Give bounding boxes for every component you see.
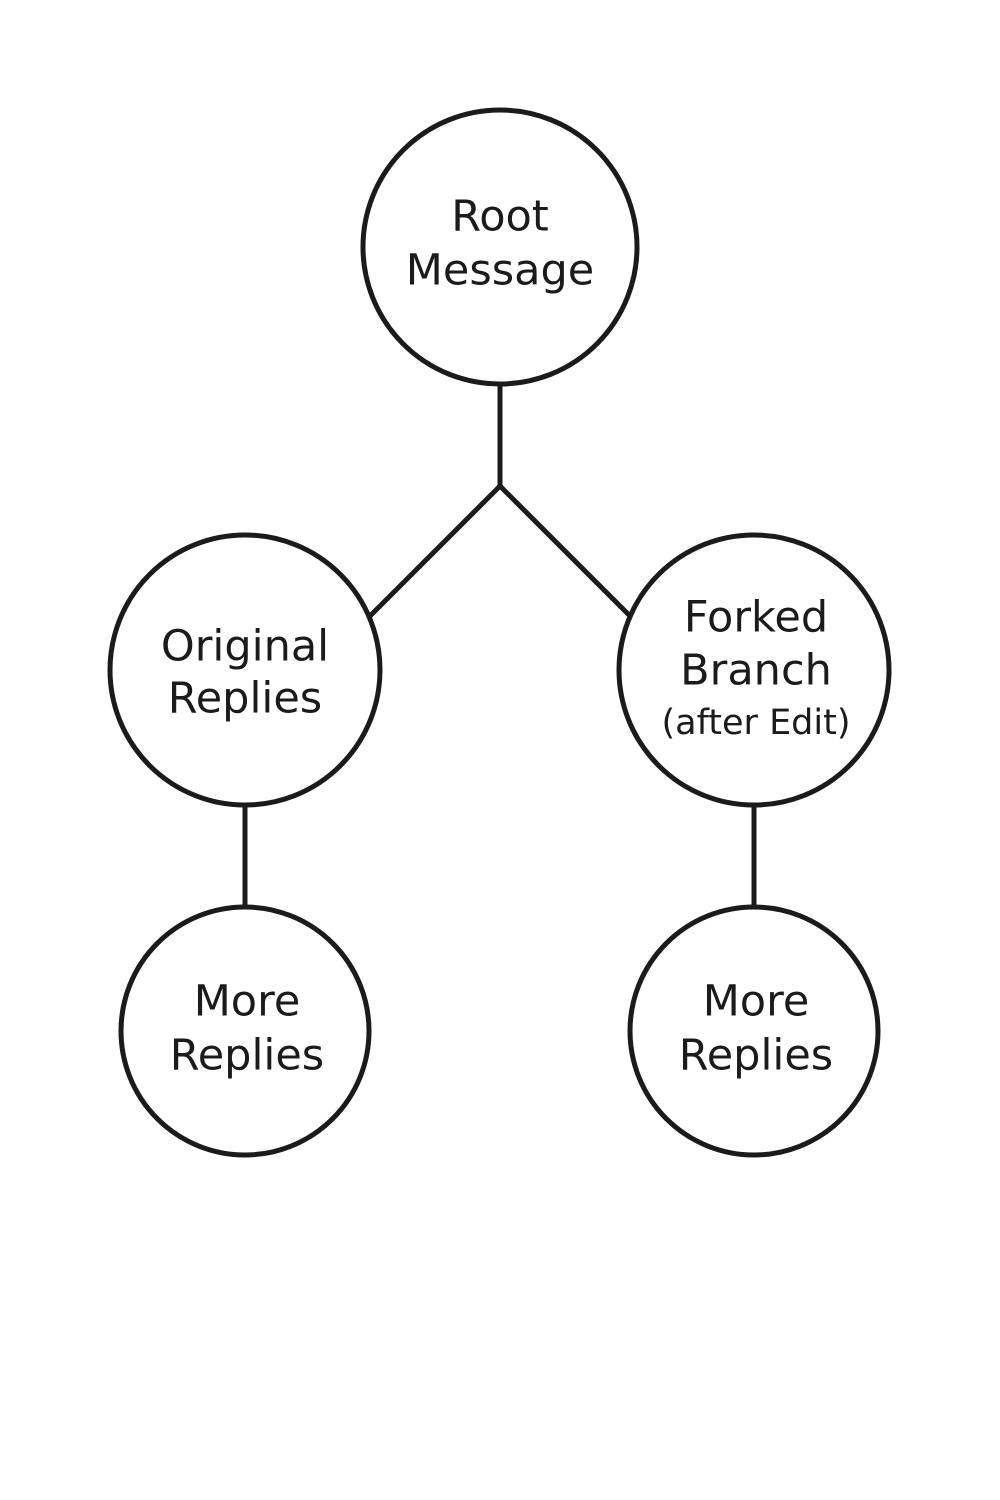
node-more-replies-right: More Replies [627,904,881,1158]
forked-branch-label-line2: Branch [680,646,832,696]
node-more-replies-left: More Replies [118,904,372,1158]
edge-fork-to-original [366,482,504,620]
more-replies-right-label-line1: More [703,977,810,1027]
root-message-label-line2: Message [406,246,594,296]
forked-branch-label-line1: Forked [684,593,828,643]
forked-branch-label-line3: (after Edit) [661,703,850,743]
original-replies-label-line1: Original [161,622,329,672]
more-replies-right-label-line2: Replies [679,1031,833,1081]
edge-fork-to-forked-branch [496,482,634,620]
more-replies-right-circle [627,904,881,1158]
root-message-circle [360,107,640,387]
root-message-label-line1: Root [451,192,548,242]
more-replies-left-label-line1: More [194,977,301,1027]
forked-branch-circle [616,532,892,808]
node-root-message: Root Message [360,107,640,387]
original-replies-circle [107,532,383,808]
more-replies-left-label-line2: Replies [170,1031,324,1081]
node-original-replies: Original Replies [107,532,383,808]
node-forked-branch: Forked Branch (after Edit) [616,532,892,808]
original-replies-label-line2: Replies [168,674,322,724]
more-replies-left-circle [118,904,372,1158]
